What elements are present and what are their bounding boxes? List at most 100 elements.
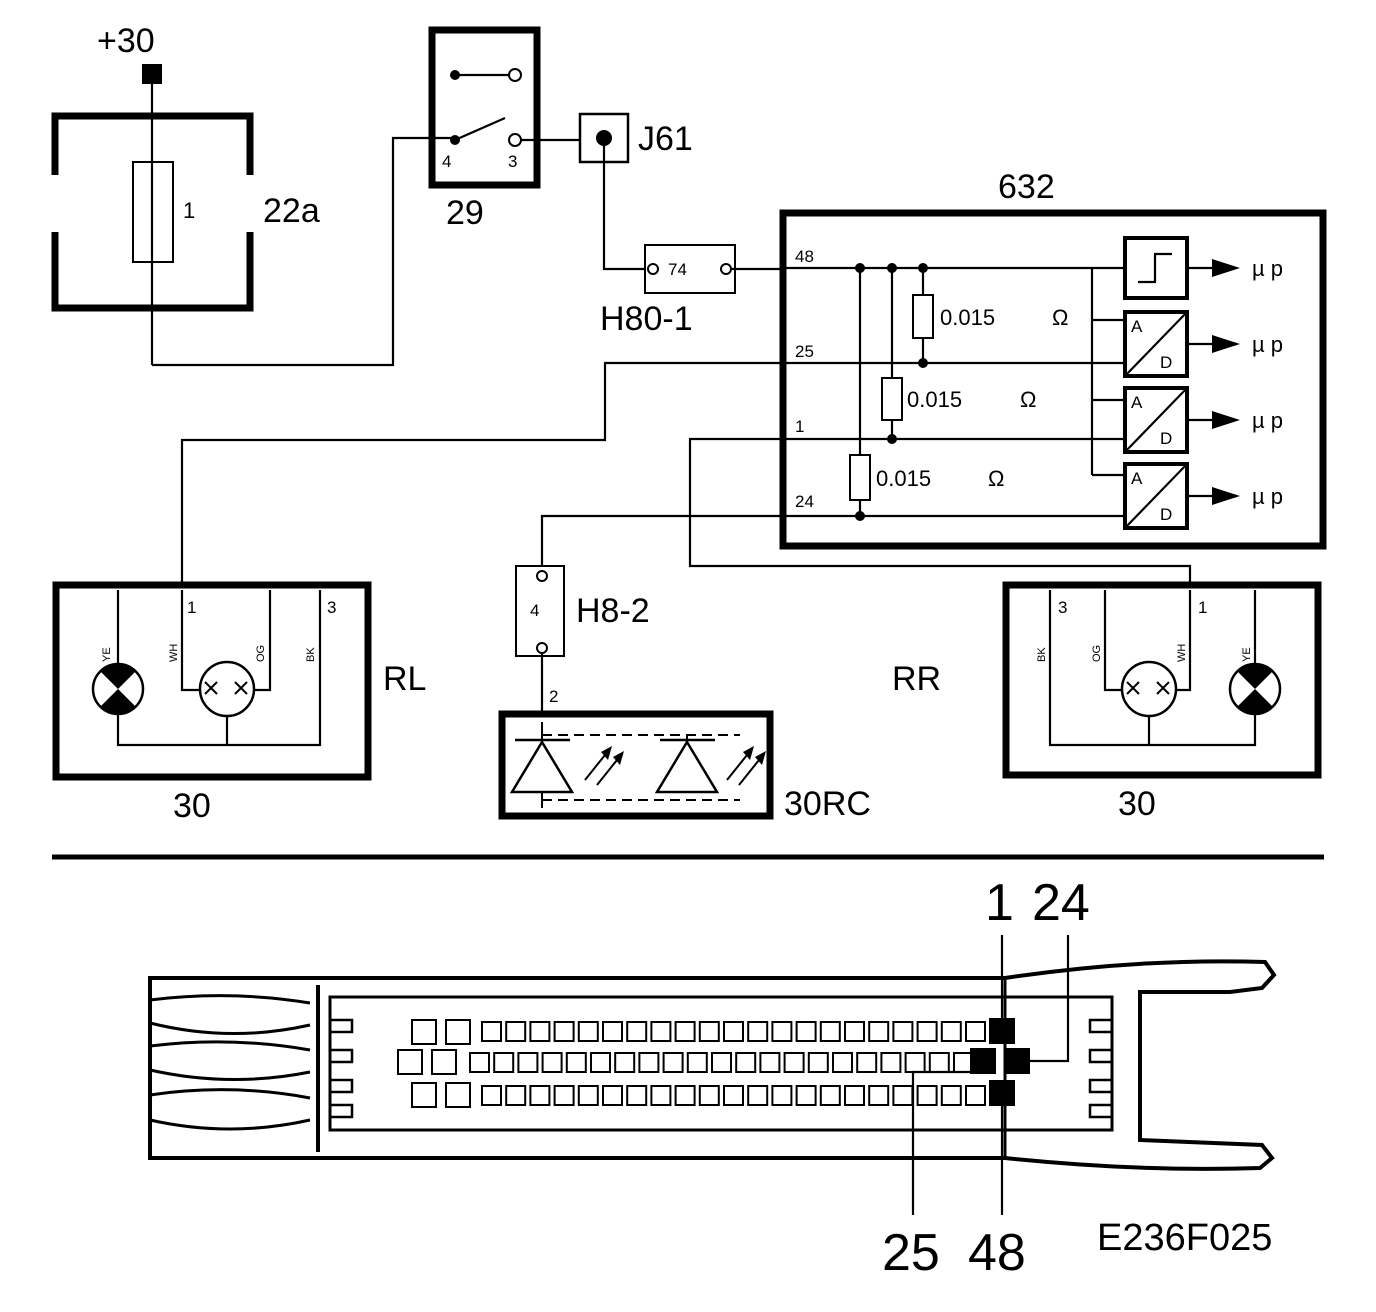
pin-cavity [795,1085,817,1106]
pin-label-1: 1 [985,874,1014,932]
pin-cavity [711,1052,732,1073]
svg-text:A: A [1131,317,1143,336]
lamp-left-label: 30 [173,787,211,825]
shunt-2-unit: Ω [1020,387,1036,412]
pin-cavity [844,1085,865,1106]
pin-cavity [529,1085,551,1106]
pin-cavity [735,1052,757,1073]
output-label-4: µ p [1252,484,1283,509]
fuse-box-outline [51,112,254,312]
bulb-icon [1120,660,1178,718]
supply-terminal [142,64,162,84]
pin-cavity [819,1085,841,1106]
shunt-resistor-3 [849,454,871,501]
shunt-1-value: 0.015 [940,305,995,330]
pin-cavity [590,1052,611,1073]
pin-cavity [880,1052,902,1073]
pin-cavity [674,1021,696,1042]
pin-cavity [493,1052,515,1073]
lamp-right-internal-wiring [1048,590,1257,747]
lamp-left-internal-wiring [116,590,322,747]
pin-leader-lines [911,935,1070,1215]
junction-label: J61 [638,120,693,158]
connector-h80-label: H80-1 [600,300,693,338]
pin-cavity [517,1052,539,1073]
fuse-number: 1 [183,198,195,223]
module-internal-wiring [783,266,1125,518]
pin-cavity [892,1021,914,1042]
svg-text:A: A [1131,469,1143,488]
pin-cavity [577,1021,599,1042]
lamp-right-wire-wh: WH [1176,644,1188,662]
pin-cavity [529,1021,551,1042]
led-unit-label: 30RC [784,785,871,823]
pin-cavity [698,1085,720,1106]
output-label-1: µ p [1252,256,1283,281]
pin-cavity [553,1085,575,1106]
lamp-left-wire-og: OG [255,645,267,662]
wire-fuse-to-switch [152,136,452,367]
pin-cavity [759,1052,781,1073]
pin-cavity [771,1021,793,1042]
pin-cavity [686,1052,708,1073]
pin-cavity [445,1082,471,1108]
pin-cavity [844,1021,865,1042]
module-pin-1: 1 [795,417,804,436]
pin-cavity [868,1021,890,1042]
comparator-step-icon [1138,252,1172,284]
pin-cavity [602,1021,623,1042]
pin-cavity [411,1019,437,1045]
svg-text:A: A [1131,393,1143,412]
svg-text:D: D [1160,429,1172,448]
pin-label-25: 25 [882,1224,940,1282]
pin-cavity [638,1052,660,1073]
pin-cavity [747,1021,769,1042]
switch-contact [454,116,506,142]
pin-cavity [832,1052,853,1073]
wire-pin1-to-rr [688,437,1192,588]
switch-pin-a: 4 [442,152,451,171]
shunt-3-unit: Ω [988,466,1004,491]
pin-cavity [771,1085,793,1106]
svg-text:D: D [1160,353,1172,372]
module-pin-48: 48 [795,247,814,266]
pin-cavity [928,1052,950,1073]
shunt-3-value: 0.015 [876,466,931,491]
shunt-resistor-2 [881,377,903,421]
pin-cavity [795,1021,817,1042]
fuse-box-label: 22a [263,192,320,230]
wire-junction-to-h80 [602,146,650,271]
pin-cavity [505,1085,527,1106]
connector-pin-cavities [397,1019,986,1108]
junction-dot [596,130,612,146]
module-pin-24: 24 [795,492,814,511]
pin-cavity [505,1021,527,1042]
turn-lamp-icon [91,662,145,716]
switch-pin-b: 3 [508,152,517,171]
pin-cavity [602,1085,623,1106]
pin-cavity [626,1021,648,1042]
pin-label-48: 48 [968,1224,1026,1282]
shunt-resistor-1 [912,294,934,339]
module-output-arrows [1187,259,1240,505]
pin-cavity [892,1085,914,1106]
led-unit-box [498,710,774,820]
pin-cavity [940,1021,962,1042]
output-label-2: µ p [1252,332,1283,357]
pin-cavity [723,1021,744,1042]
adc-block-1 [1123,310,1189,378]
light-emission-icon [584,746,624,786]
module-box [779,209,1327,550]
lamp-right-pin-3: 3 [1058,598,1067,617]
supply-label: +30 [97,22,155,60]
module-junction-dots [855,263,928,521]
shunt-1-unit: Ω [1052,305,1068,330]
pin-cavity [916,1021,938,1042]
pin-cavity [940,1085,962,1106]
bulb-icon [198,660,256,718]
lamp-left-wire-ye: YE [101,647,113,662]
pin-cavity [481,1021,502,1042]
output-label-3: µ p [1252,408,1283,433]
pin-cavity [481,1085,502,1106]
